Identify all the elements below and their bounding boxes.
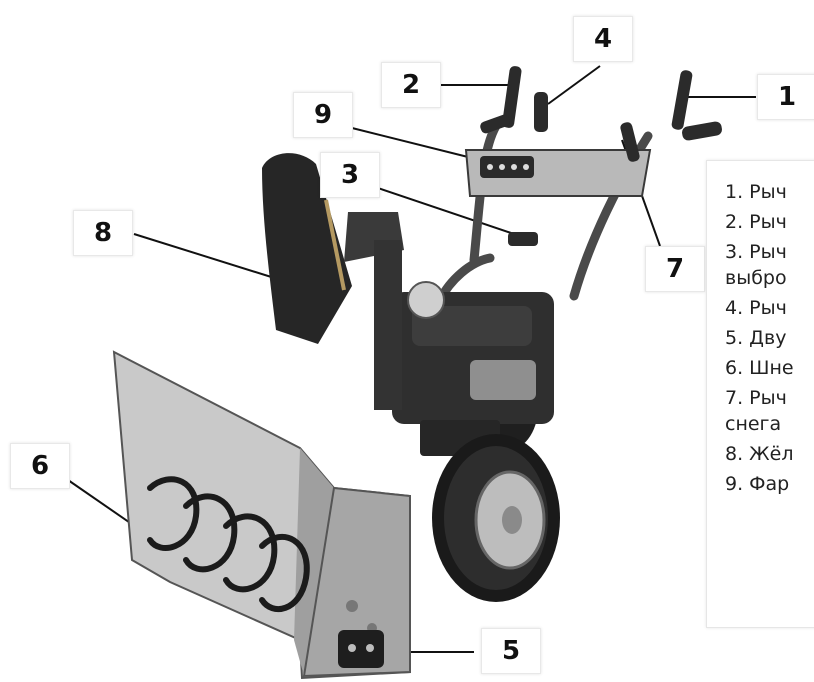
- callout-1: 1: [757, 74, 814, 120]
- callout-2-number: 2: [401, 70, 421, 100]
- legend-item: 3. Рыч выбро: [725, 239, 794, 291]
- legend-item: 5. Дву: [725, 325, 794, 351]
- callout-5: 5: [481, 628, 541, 674]
- legend-item: 6. Шне: [725, 355, 794, 381]
- callout-4-number: 4: [593, 24, 613, 54]
- legend-item-text: 7. Рыч: [725, 387, 787, 409]
- legend-item: 8. Жёл: [725, 441, 794, 467]
- legend-item-text: 4. Рыч: [725, 297, 787, 319]
- legend-item-text: 6. Шне: [725, 357, 794, 379]
- legend-item: 1. Рыч: [725, 179, 794, 205]
- legend-item-text: 2. Рыч: [725, 211, 787, 233]
- callout-3-number: 3: [340, 160, 360, 190]
- engine: [392, 281, 554, 456]
- levers: [480, 66, 722, 246]
- control-panel: [464, 149, 652, 197]
- legend-item: 7. Рыч снега: [725, 385, 794, 437]
- legend-item-text: 3. Рыч: [725, 241, 787, 263]
- callout-5-number: 5: [501, 636, 521, 666]
- legend-item: 9. Фар: [725, 471, 794, 497]
- callout-4: 4: [573, 16, 633, 62]
- drive-wheel: [432, 434, 560, 602]
- callout-6-number: 6: [30, 451, 50, 481]
- callout-9-number: 9: [313, 100, 333, 130]
- legend-item: 2. Рыч: [725, 209, 794, 235]
- legend-item-continuation: снега: [725, 413, 782, 435]
- discharge-chute: [262, 153, 404, 410]
- callout-2: 2: [381, 62, 441, 108]
- leader-line-3: [371, 185, 521, 237]
- callout-1-number: 1: [777, 82, 797, 112]
- callout-7-number: 7: [665, 254, 685, 284]
- legend-item-text: 1. Рыч: [725, 181, 787, 203]
- leader-line-9: [351, 127, 489, 163]
- callout-8: 8: [73, 210, 133, 256]
- legend-item: 4. Рыч: [725, 295, 794, 321]
- legend-item-continuation: выбро: [725, 267, 787, 289]
- callout-6: 6: [10, 443, 70, 489]
- callout-8-number: 8: [93, 218, 113, 248]
- callout-3: 3: [320, 152, 380, 198]
- auger: [147, 476, 310, 612]
- auger-housing: [112, 350, 411, 680]
- legend-item-text: 8. Жёл: [725, 443, 794, 465]
- callout-7: 7: [645, 246, 705, 292]
- legend-item-text: 9. Фар: [725, 473, 790, 495]
- headlight: [480, 156, 534, 178]
- legend-item-text: 5. Дву: [725, 327, 787, 349]
- skid-shoe: [338, 630, 384, 668]
- leader-line-4: [547, 65, 601, 105]
- callout-9: 9: [293, 92, 353, 138]
